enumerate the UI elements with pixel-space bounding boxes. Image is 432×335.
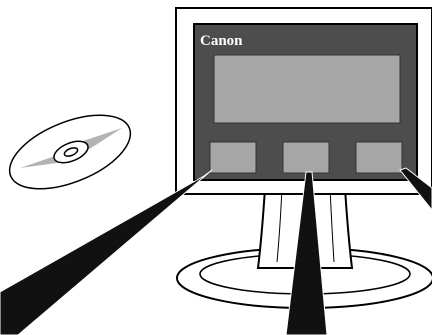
- center-panel: [282, 141, 330, 174]
- center-pointer-beam: [285, 171, 328, 335]
- right-pointer-beam: [399, 167, 432, 211]
- cd-disc-icon: [8, 114, 132, 190]
- left-panel: [209, 141, 257, 174]
- main-display-panel: [213, 54, 401, 124]
- right-panel: [355, 141, 403, 174]
- canon-logo: Canon: [200, 33, 243, 49]
- left-pointer-beam: [0, 169, 213, 335]
